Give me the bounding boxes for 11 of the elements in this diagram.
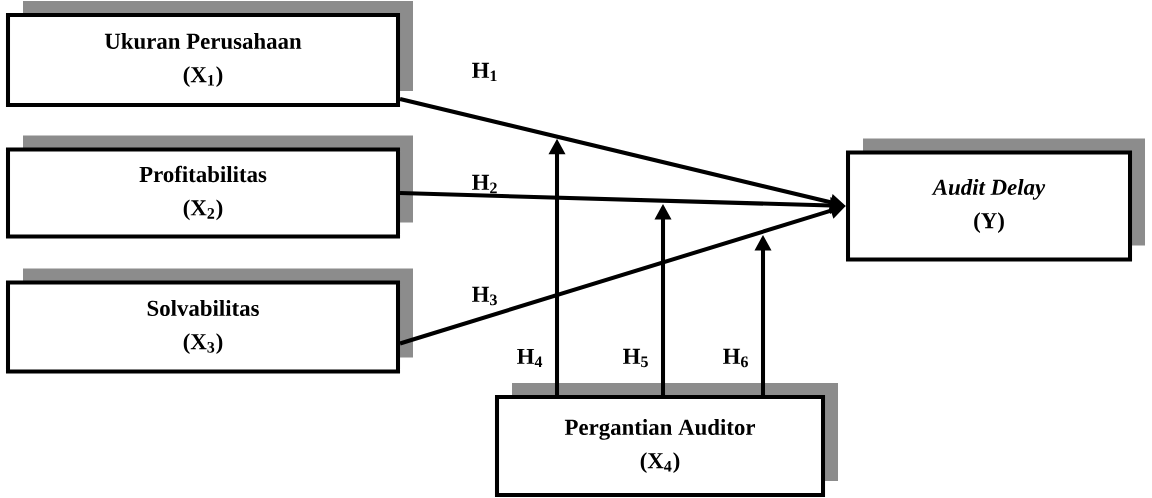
edge-label: H$_{3}$ [472, 286, 497, 306]
variable-box: Profitabilitas (X$_{2}$) [6, 147, 401, 239]
variable-box: Ukuran Perusahaan (X$_{1}$) [6, 13, 401, 107]
edge-label: H$_{4}$ [517, 348, 543, 368]
edge-label: H$_{1}$ [472, 62, 497, 82]
variable-box: Audit Delay (Y) [846, 150, 1133, 262]
edge-label: H$_{5}$ [623, 348, 648, 368]
variable-box: Solvabilitas (X$_{3}$) [6, 280, 401, 374]
edge-label: H$_{6}$ [723, 348, 748, 368]
edge-label: H$_{2}$ [472, 174, 497, 194]
variable-box: Pergantian Auditor (X$_{4}$) [495, 395, 826, 498]
